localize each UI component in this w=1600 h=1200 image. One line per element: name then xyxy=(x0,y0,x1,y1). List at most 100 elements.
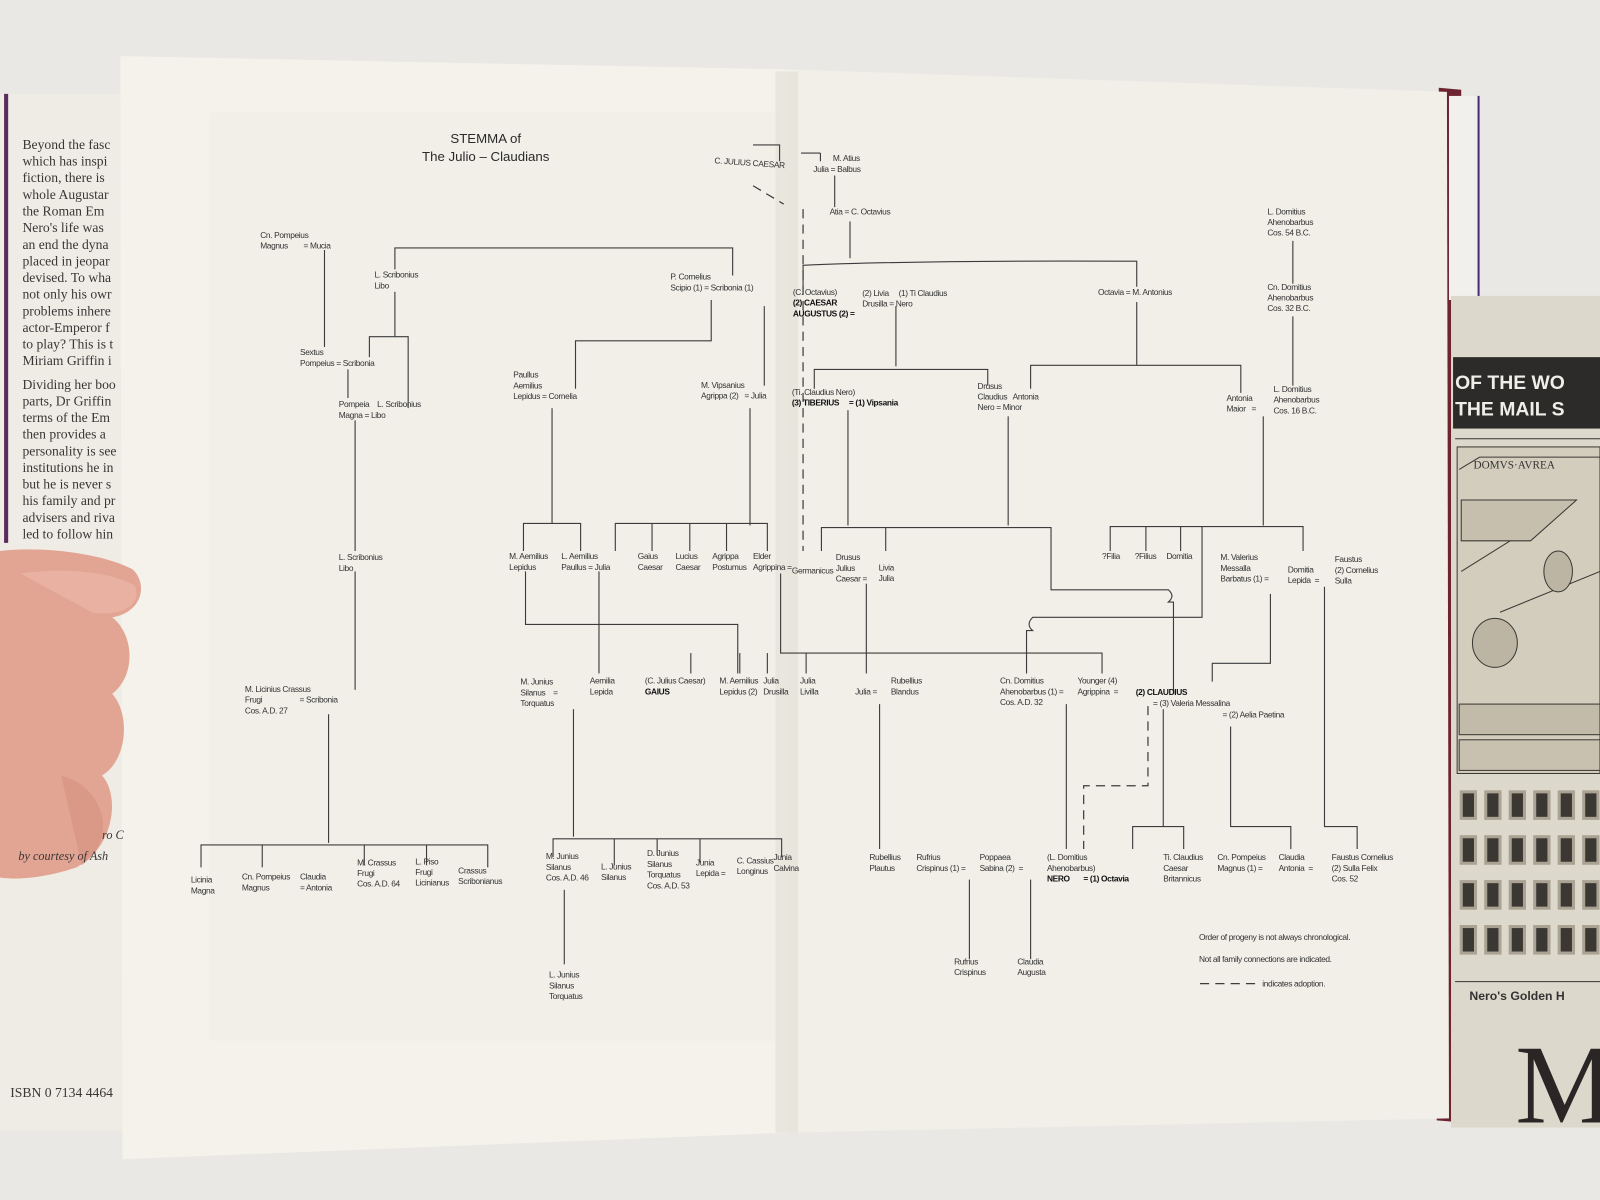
descent-line xyxy=(802,260,1138,289)
window xyxy=(1459,925,1478,955)
person-name-line: Junia xyxy=(696,857,715,867)
window xyxy=(1557,925,1575,955)
person-name-line: Lepidus xyxy=(509,562,536,572)
person-name-line: Livilla xyxy=(800,686,819,696)
person-claudius: (2) CLAUDIUS xyxy=(1136,687,1188,697)
blurb-line: to play? This is t xyxy=(22,337,113,352)
person-name-line: Scipio (1) = Scribonia (1) xyxy=(670,282,754,292)
person-name-line: M. Valerius xyxy=(1220,552,1257,562)
person-name-line: Cos. A.D. 64 xyxy=(357,879,400,889)
person-name-line: Torquatus xyxy=(549,991,583,1001)
person-name-line: M. Junius xyxy=(546,851,579,861)
person-name-line: Crispinus xyxy=(954,967,986,977)
person-name-line: (2) Livia (1) Ti Claudius xyxy=(862,288,947,298)
person-name-line: Cos. A.D. 46 xyxy=(546,873,589,883)
person-name-line: L. Junius xyxy=(549,970,579,980)
diagram-title-line-1: STEMMA of xyxy=(450,131,521,146)
person-name-line: Cos. A.D. 27 xyxy=(245,705,288,715)
person-name-line: Cn. Pompeius xyxy=(1217,852,1265,862)
person-name-line: Rufrius xyxy=(954,956,978,966)
building-windows xyxy=(1459,790,1600,955)
newspaper-clipping: OF THE WO THE MAIL S DOMVS·AVREA Nero's … xyxy=(1451,295,1600,1147)
person-name-line: Scribonianus xyxy=(458,876,502,886)
person-name-line: Torquatus xyxy=(520,698,554,708)
window xyxy=(1533,925,1551,955)
person-name-line: Cos. A.D. 53 xyxy=(647,880,690,890)
person-name-line: Magnus xyxy=(242,882,270,892)
blurb-line: Nero's life was xyxy=(22,220,103,235)
person-name-line: Libo xyxy=(339,563,354,573)
person-name-line: Julia xyxy=(800,676,816,686)
person-name-line: Cos. 32 B.C. xyxy=(1267,303,1310,313)
person-name-line: Frugi xyxy=(357,868,375,878)
person-name-line: Lepida = xyxy=(696,868,726,878)
person-name-line: Caesar xyxy=(638,562,663,572)
person-filius: ?Filius xyxy=(1135,551,1157,561)
person-name-line: M. Aemilius xyxy=(509,551,548,561)
person-name-line: Silanus xyxy=(601,872,626,882)
person-name-line: Antonia = xyxy=(1279,863,1314,873)
window xyxy=(1582,790,1600,820)
person-name-line: L. Junius xyxy=(601,861,631,871)
person-name-line: Faustus xyxy=(1335,554,1362,564)
blurb-line: parts, Dr Griffin xyxy=(22,393,111,408)
person-name-line: (2) Cornelius xyxy=(1335,565,1378,575)
descent-line xyxy=(813,368,989,389)
person-name-line: Augusta xyxy=(1017,967,1046,977)
person-name-line: Ahenobarbus xyxy=(1267,293,1313,303)
person-name-line: Atia = C. Octavius xyxy=(830,206,891,216)
person-messalina: = (3) Valeria Messalina xyxy=(1153,698,1231,708)
person-name-line: ?Filia xyxy=(1102,551,1121,561)
cover-caption-fragment: ro C xyxy=(102,828,124,842)
person-name-line: Nero = Minor xyxy=(978,402,1023,412)
person-name-line: Gaius xyxy=(638,551,658,561)
blurb-line: his family and pr xyxy=(22,493,115,508)
descent-line xyxy=(524,571,739,674)
blurb-line: Dividing her boo xyxy=(22,377,115,392)
person-name-line: L. Piso xyxy=(415,856,439,866)
paper-behind xyxy=(1448,95,1478,300)
person-name-line: Germanicus xyxy=(792,565,834,575)
person-name-line: Drusilla = Nero xyxy=(862,299,913,309)
person-name-line: Caesar xyxy=(1163,863,1188,873)
window xyxy=(1533,790,1551,820)
person-name-line: Caesar = xyxy=(836,574,868,584)
person-name-line: GAIUS xyxy=(645,686,670,696)
person-name-line: M. Crassus xyxy=(357,857,396,867)
person-name-line: Lepida xyxy=(590,686,614,696)
person-name-line: Cn. Pompeius xyxy=(260,230,308,240)
window xyxy=(1508,880,1527,910)
person-name-line: Britannicus xyxy=(1163,874,1201,884)
person-name-line: Rubellius xyxy=(869,852,900,862)
person-name-line: Lepidus = Cornelia xyxy=(513,391,577,401)
right-page xyxy=(785,69,1449,1133)
descent-line xyxy=(552,838,783,858)
book-gutter xyxy=(775,71,798,1133)
adoption-line xyxy=(1083,706,1149,849)
person-name-line: Agrippina = xyxy=(753,562,792,572)
person-name-line: L. Scribonius xyxy=(339,552,383,562)
blurb-line: actor-Emperor f xyxy=(22,320,110,335)
newspaper-big-letter: M xyxy=(1515,1023,1600,1147)
blurb-line: fiction, there is xyxy=(22,170,104,185)
person-name-line: Sulla xyxy=(1335,576,1353,586)
